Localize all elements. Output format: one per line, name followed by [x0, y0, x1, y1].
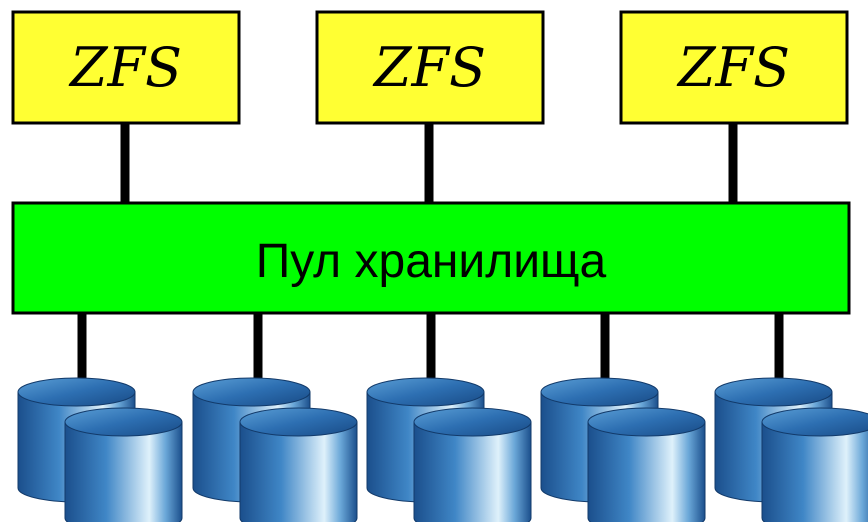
disk-cylinder-front [761, 407, 868, 522]
storage-pool: Пул хранилища [11, 201, 851, 315]
filesystem-box-2: ZFS [315, 10, 545, 125]
disk-cylinder-front [239, 407, 358, 522]
disk-group-5 [714, 377, 868, 522]
filesystem-box-3: ZFS [619, 10, 849, 125]
storage-pool-label: Пул хранилища [256, 235, 607, 288]
fs-connectors [120, 123, 738, 203]
disk-cylinder-front [413, 407, 532, 522]
filesystem-label: ZFS [676, 36, 790, 99]
disk-cylinder-front [64, 407, 183, 522]
disk-groups [17, 377, 868, 522]
disk-group-2 [192, 377, 358, 522]
disk-cylinder-front [587, 407, 706, 522]
filesystem-label: ZFS [372, 36, 486, 99]
filesystem-label: ZFS [68, 36, 182, 99]
disk-group-3 [366, 377, 532, 522]
disk-group-4 [540, 377, 706, 522]
disk-group-1 [17, 377, 183, 522]
filesystem-box-1: ZFS [11, 10, 241, 125]
disk-connectors [77, 313, 784, 382]
